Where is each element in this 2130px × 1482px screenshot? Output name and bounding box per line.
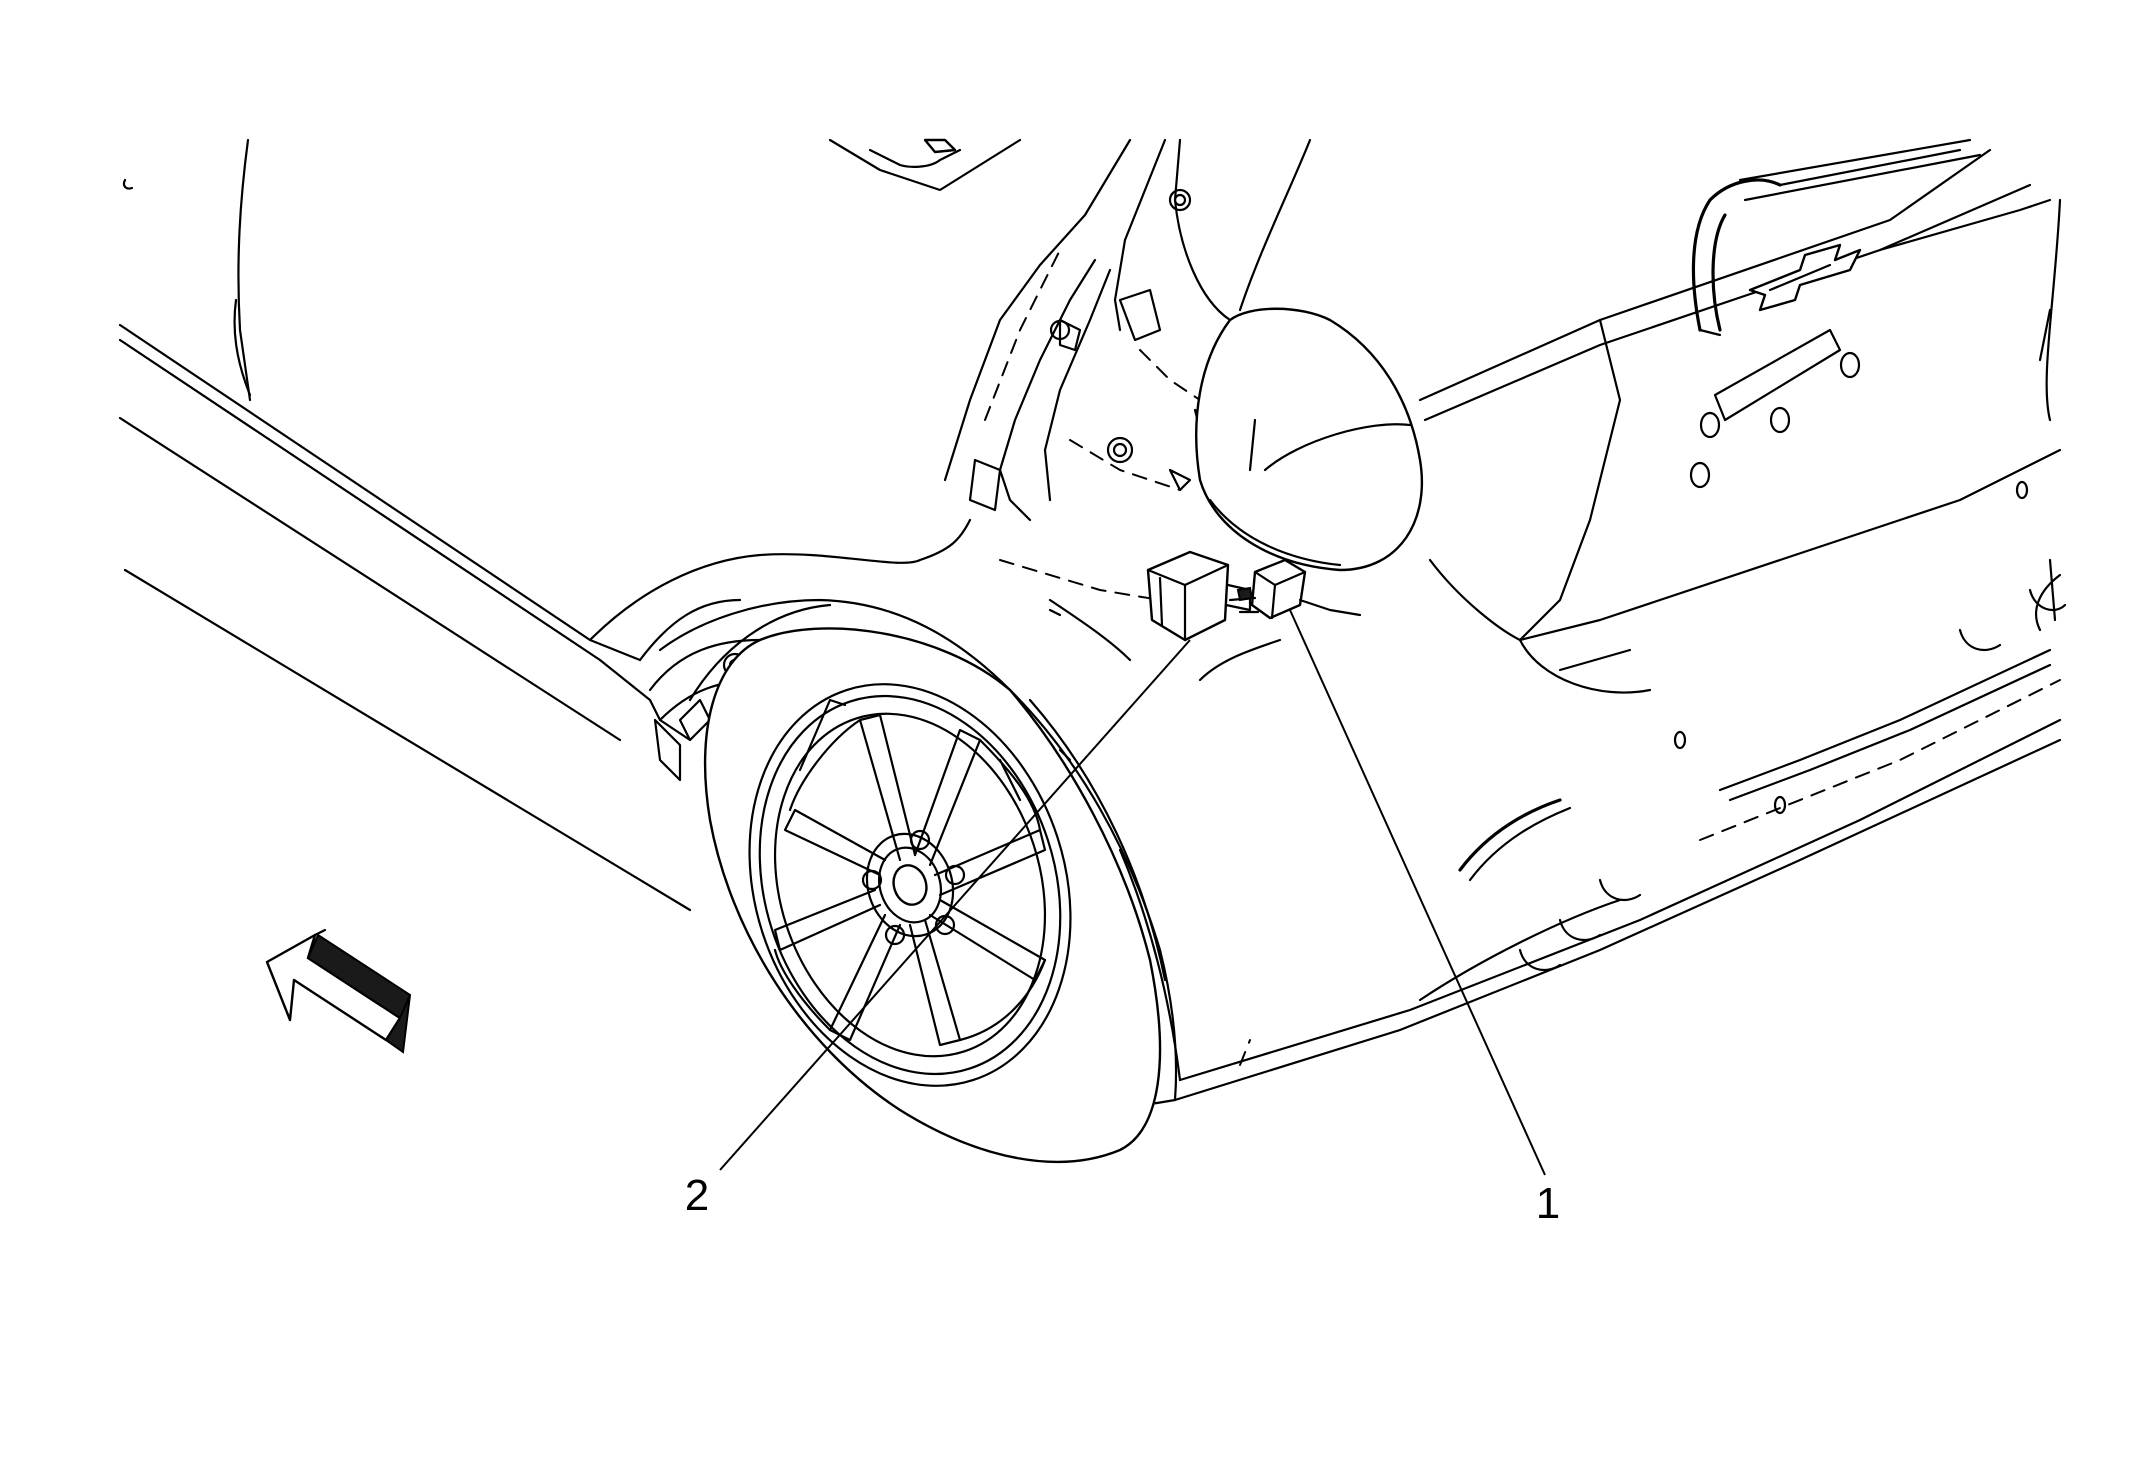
callout-leaders (719, 609, 1546, 1176)
front-direction-arrow-icon (265, 928, 412, 1054)
callout-label-2: 2 (685, 1171, 709, 1220)
callout-label-1: 1 (1536, 1179, 1560, 1228)
wheel-spokes (773, 698, 1047, 1047)
tail-lamp (1195, 307, 1424, 572)
sensor-electrical-connector (1228, 558, 1362, 620)
upper-body-structure (828, 138, 1312, 601)
leader-line-2 (719, 639, 1191, 1171)
side-body-panel (118, 138, 692, 912)
rear-wheel (703, 627, 1162, 1164)
side-object-sensor-module (1146, 550, 1252, 642)
leader-line-1 (1289, 609, 1546, 1176)
rear-fascia (1118, 138, 2067, 1102)
bowtie-emblem (1748, 243, 1862, 312)
